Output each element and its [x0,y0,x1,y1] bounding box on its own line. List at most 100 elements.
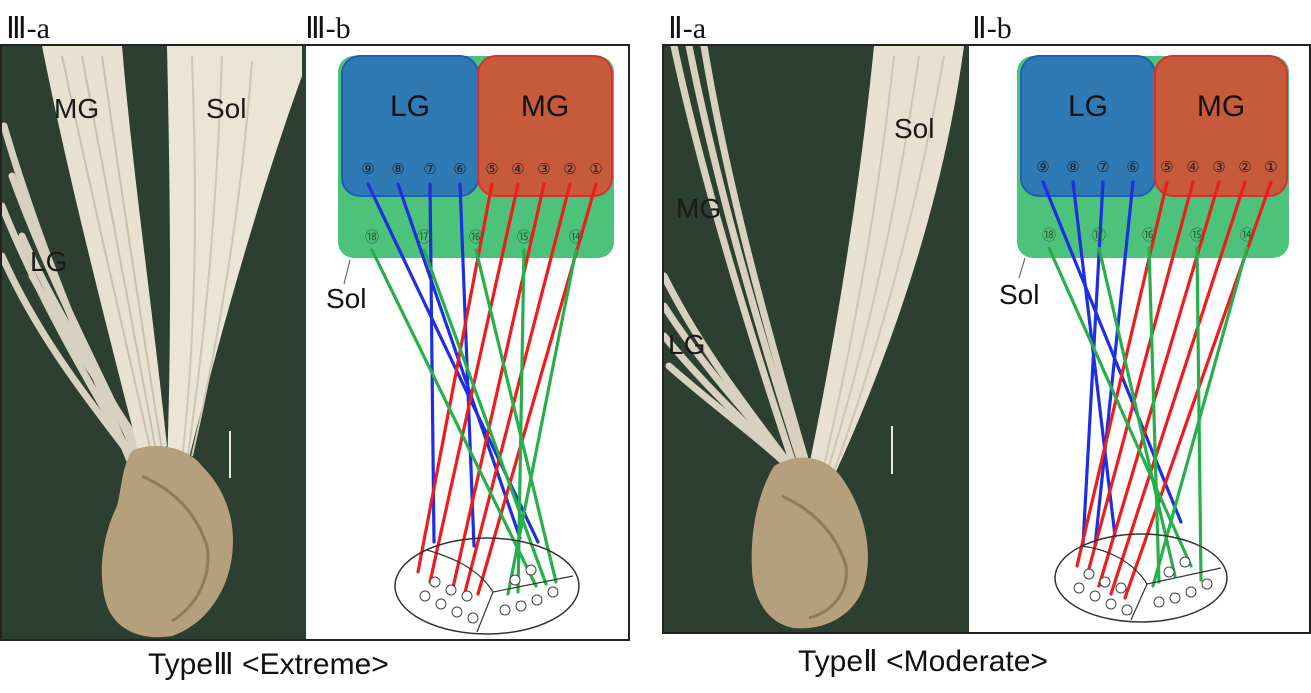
sol-fascicle-number: ⑱ [1042,227,1056,243]
cross-section-marker [547,586,559,598]
lg-fascicle-line [1041,180,1183,524]
lg-fascicle-number: ⑧ [1066,159,1079,176]
lg-fascicle-number: ⑦ [423,161,436,178]
lg-fascicle-number: ⑦ [1096,159,1109,176]
sol-label-leader [343,259,351,285]
photo-label-lg: LG [30,246,67,277]
caption-type-3: TypeⅢ <Extreme> [148,648,389,681]
sol-fascicle-line [1047,246,1193,568]
fascicle-lines [1041,180,1273,600]
sol-label-leader [1018,257,1026,279]
photo-label-lg: LG [668,329,705,360]
cross-section-marker [1099,576,1111,588]
caption-type-2: TypeⅡ <Moderate> [798,645,1048,678]
cross-section-marker [467,612,479,624]
cross-section-marker [1185,586,1197,598]
sol-fascicle-line [1151,246,1249,588]
sol-label: Sol [326,283,366,314]
lg-fascicle-line [1093,180,1135,548]
cross-section-marker [1163,566,1175,578]
mg-fascicle-number: ③ [1212,159,1225,176]
photo-label-sol: Sol [206,93,246,124]
mg-fascicle-line [1109,180,1247,596]
panel-label-3b: Ⅲ-b [305,12,351,45]
cross-section-marker [509,574,521,586]
tendon-photo-type-2: Sol MG LG [664,46,969,632]
panel-label-2a: Ⅱ-a [668,12,707,45]
mg-fascicle-number: ② [1238,159,1251,176]
mg-fascicle-line [450,182,546,594]
sol-fascicle-number: ⑭ [1240,227,1254,243]
photo-label-mg: MG [676,193,721,224]
cross-section-marker [461,590,473,602]
sol-fascicle-number: ⑭ [569,229,583,245]
panel-label-3a: Ⅲ-a [6,12,50,45]
mg-region [1154,55,1288,197]
lg-fascicle-number: ⑧ [391,161,404,178]
sol-fascicle-line [1097,246,1177,578]
photo-label-sol: Sol [894,113,934,144]
cross-section-marker [429,576,441,588]
cross-section-marker [1121,604,1133,616]
sol-fascicle-line [474,248,558,584]
mg-fascicle-number: ④ [511,161,524,178]
sol-fascicle-number: ⑯ [1142,227,1156,243]
fascicle-lines [366,182,598,598]
tendon-cross-section [1054,533,1228,623]
sol-fascicle-number: ⑰ [1092,227,1106,243]
cross-section-marker [531,594,543,606]
lg-box-label: LG [1068,90,1108,123]
sol-fascicle-number: ⑰ [417,229,431,245]
mg-region [477,55,613,197]
sol-label: Sol [999,279,1039,310]
sol-fascicle-line [422,248,548,586]
sol-fascicle-line [506,248,578,596]
sol-fascicle-number: ⑱ [365,229,379,245]
lg-fascicle-number: ⑥ [453,161,466,178]
cross-section-marker [1073,582,1085,594]
cross-section-marker [1201,578,1213,590]
cross-section-divider [1080,545,1148,585]
mg-fascicle-line [1075,180,1169,568]
sol-fascicle-number: ⑯ [469,229,483,245]
mg-fascicle-number: ④ [1186,159,1199,176]
mg-box-label: MG [521,90,569,123]
sol-fascicle-number: ⑮ [517,229,531,245]
cross-section-divider [426,549,494,593]
cross-section-marker [419,590,431,602]
panel-label-2b: Ⅱ-b [972,12,1012,45]
lg-box-label: LG [390,90,430,123]
lg-fascicle-number: ⑨ [1036,159,1049,176]
cross-section-marker [451,606,463,618]
sol-fascicle-line [1147,246,1161,584]
cross-section-marker [1179,556,1191,568]
mg-fascicle-number: ⑤ [485,161,498,178]
mg-fascicle-line [1085,180,1195,578]
photo-label-mg: MG [54,93,99,124]
cross-section-marker [1105,598,1117,610]
mg-box-label: MG [1197,90,1245,123]
sol-fascicle-line [1195,246,1203,582]
cross-section-marker [1115,582,1127,594]
lg-fascicle-line [1081,180,1105,546]
tendon-cross-section [394,537,580,635]
mg-fascicle-number: ① [1264,159,1277,176]
mg-fascicle-line [416,182,494,574]
cross-section-marker [1153,596,1165,608]
mg-fascicle-line [462,182,572,598]
cross-section-marker [1083,568,1095,580]
sol-fascicle-number: ⑮ [1190,227,1204,243]
mg-fascicle-line [1097,180,1221,588]
cross-section-marker [525,564,537,576]
cross-section-marker [1169,592,1181,604]
mg-fascicle-number: ① [589,161,602,178]
cross-section-marker [1089,590,1101,602]
lg-fascicle-number: ⑥ [1126,159,1139,176]
mg-fascicle-number: ⑤ [1160,159,1173,176]
cross-section-marker [499,604,511,616]
cross-section-marker [445,584,457,596]
